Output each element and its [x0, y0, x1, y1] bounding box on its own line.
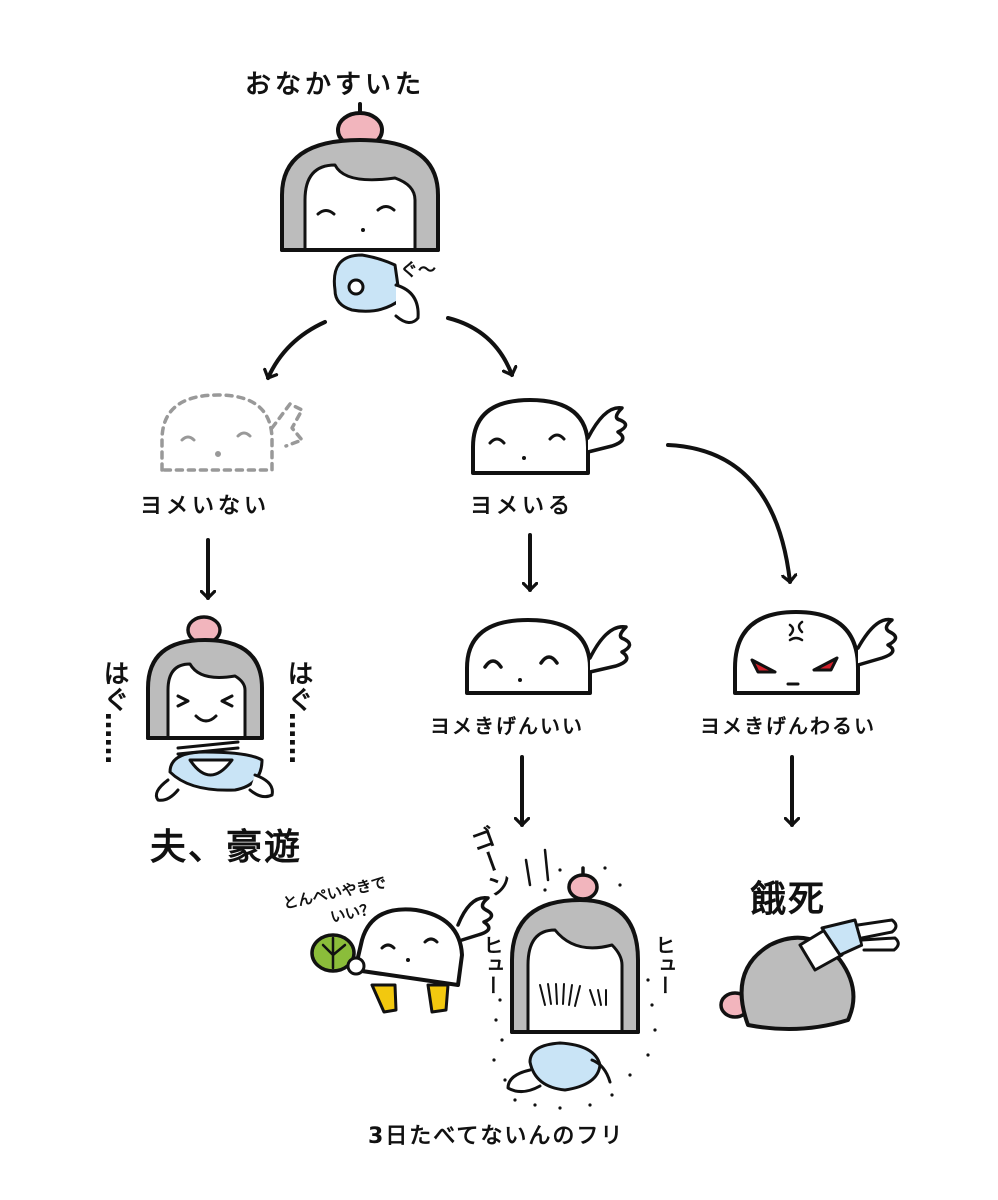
ghost-wife-face — [180, 431, 252, 457]
ghost-wife-dashed — [160, 393, 304, 472]
wife-with-cabbage-figure — [310, 896, 494, 1014]
arrow-start-to-wife — [446, 316, 512, 377]
outcome-pretend-starving: 3日たべてないんのフリ — [368, 1124, 625, 1149]
node-wife: ヨメいる — [470, 494, 575, 519]
outcome-starved: 餓死 — [750, 879, 827, 920]
growl-sound: ぐ〜 — [400, 260, 436, 281]
node-wife-bad-mood: ヨメきげんわるい — [700, 714, 876, 738]
sfx-hyuu-left: ヒュー — [480, 935, 504, 995]
node-hungry: おなかすいた — [245, 70, 426, 100]
wife-good-mood-figure — [465, 618, 632, 695]
sfx-hagu-left: はぐ…… — [99, 660, 129, 764]
node-wife-good-mood: ヨメきげんいい — [430, 714, 584, 738]
sfx-hyuu-right: ヒュー — [652, 935, 676, 995]
node-no-wife: ヨメいない — [140, 494, 271, 519]
arrow-start-to-no-wife — [268, 320, 327, 380]
arrow-wife-to-bad — [666, 443, 790, 584]
husband-feasting-figure — [146, 615, 274, 802]
husband-collapsed-figure — [719, 918, 900, 1031]
outcome-husband-feast: 夫、豪遊 — [150, 827, 303, 868]
starving-aura-dots — [492, 866, 657, 1110]
husband-hungry-figure — [280, 102, 440, 324]
wife-figure — [471, 398, 628, 475]
wife-bad-mood-figure — [733, 610, 898, 695]
arrows — [208, 316, 792, 827]
sfx-hagu-right: はぐ…… — [283, 660, 313, 764]
husband-starving-pretend-figure — [492, 848, 657, 1110]
